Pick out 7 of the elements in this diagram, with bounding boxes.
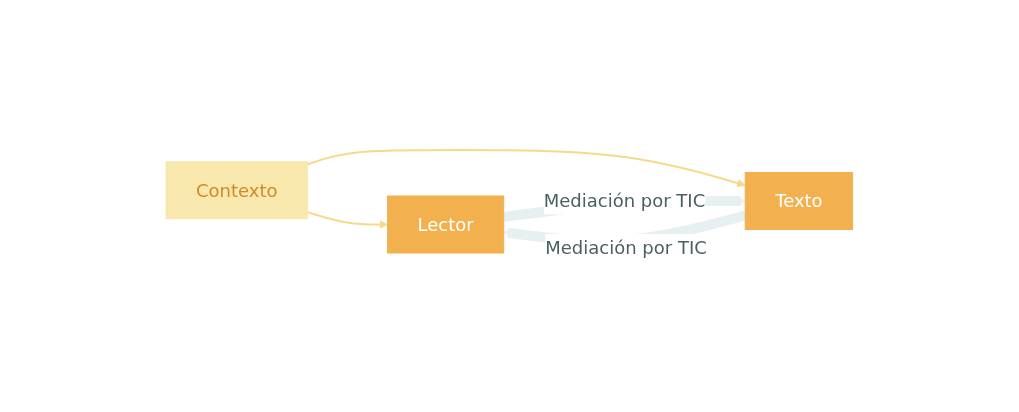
node-box: Lector bbox=[387, 195, 505, 254]
edge-label: Mediación por TIC bbox=[543, 190, 706, 212]
edge-label: Mediación por TIC bbox=[545, 237, 707, 259]
arrow bbox=[306, 211, 389, 230]
node-box: Contexto bbox=[165, 161, 309, 220]
node-box: Texto bbox=[744, 172, 854, 231]
arrow bbox=[306, 149, 746, 188]
